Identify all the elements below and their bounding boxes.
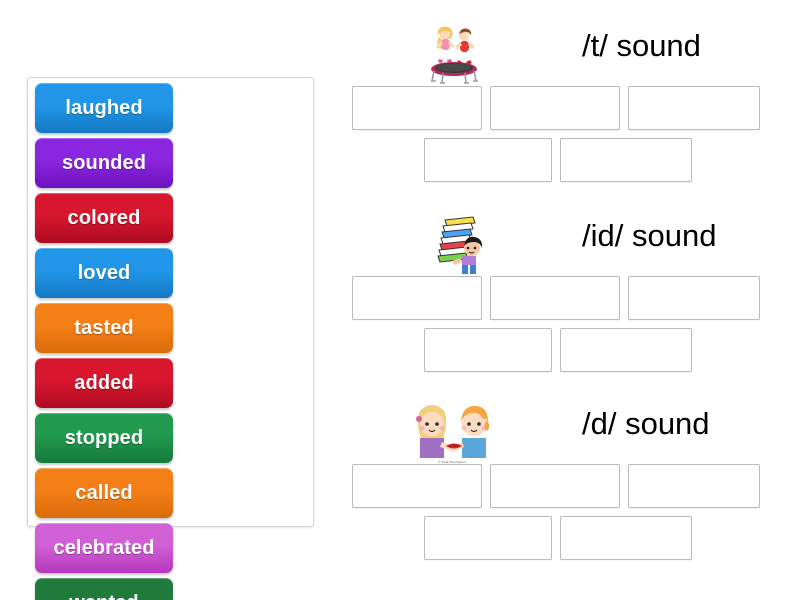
drop-slot[interactable] <box>628 86 760 130</box>
drop-slot[interactable] <box>424 516 552 560</box>
drop-slot[interactable] <box>560 138 692 182</box>
drop-slot-row-2 <box>352 328 782 372</box>
group-header: /id/ sound <box>352 212 782 274</box>
drop-slot[interactable] <box>628 276 760 320</box>
drop-slot[interactable] <box>560 328 692 372</box>
drop-slot-row-1 <box>352 464 782 508</box>
drop-slot-row-2 <box>352 516 782 560</box>
drop-slot[interactable] <box>352 464 482 508</box>
word-tile[interactable]: sounded <box>35 138 173 188</box>
drop-slot[interactable] <box>560 516 692 560</box>
word-tile[interactable]: laughed <box>35 83 173 133</box>
sound-group-id: /id/ sound <box>352 212 782 372</box>
word-tile[interactable]: added <box>35 358 173 408</box>
drop-slot[interactable] <box>352 276 482 320</box>
word-tile[interactable]: stopped <box>35 413 173 463</box>
kids-on-trampoline-image <box>418 22 490 84</box>
children-sharing-image: © Kids Illustration <box>404 400 500 464</box>
drop-slot-row-1 <box>352 86 782 130</box>
sound-group-t: /t/ sound <box>352 22 782 182</box>
word-tile[interactable]: wanted <box>35 578 173 600</box>
drop-slot[interactable] <box>490 464 620 508</box>
group-title: /id/ sound <box>582 218 717 253</box>
boy-carrying-books-image <box>418 212 490 274</box>
drop-slot[interactable] <box>490 86 620 130</box>
drop-slot-row-1 <box>352 276 782 320</box>
group-header: /t/ sound <box>352 22 782 84</box>
word-tile[interactable]: colored <box>35 193 173 243</box>
image-caption: © Kids Illustration <box>438 460 466 464</box>
drop-slot[interactable] <box>424 328 552 372</box>
drop-slot[interactable] <box>628 464 760 508</box>
group-title: /t/ sound <box>582 28 701 63</box>
word-tile[interactable]: loved <box>35 248 173 298</box>
drop-slot[interactable] <box>490 276 620 320</box>
sound-group-d: © Kids Illustration /d/ sound <box>352 400 782 560</box>
word-tile[interactable]: celebrated <box>35 523 173 573</box>
group-title: /d/ sound <box>582 406 710 441</box>
drop-slot[interactable] <box>424 138 552 182</box>
group-header: © Kids Illustration /d/ sound <box>352 400 782 464</box>
drop-slot[interactable] <box>352 86 482 130</box>
word-tile[interactable]: tasted <box>35 303 173 353</box>
drop-slot-row-2 <box>352 138 782 182</box>
word-tile[interactable]: called <box>35 468 173 518</box>
